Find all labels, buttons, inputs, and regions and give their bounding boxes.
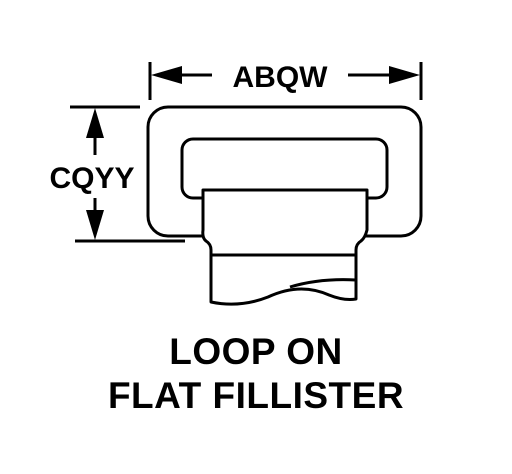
width-dimension: ABQW (148, 61, 423, 100)
caption-line-2: FLAT FILLISTER (107, 375, 405, 416)
height-dimension: CQYY (49, 105, 185, 243)
height-arrowhead-bottom (86, 210, 104, 240)
screw-break-line (289, 278, 357, 289)
width-dimension-label: ABQW (233, 61, 329, 94)
width-arrowhead-left (151, 66, 182, 84)
height-arrowhead-top (86, 108, 104, 138)
screw-head (201, 188, 369, 257)
width-arrowhead-right (389, 66, 420, 84)
caption-line-1: LOOP ON (169, 331, 343, 372)
screw-shank (209, 255, 358, 306)
height-dimension-label: CQYY (49, 162, 134, 195)
